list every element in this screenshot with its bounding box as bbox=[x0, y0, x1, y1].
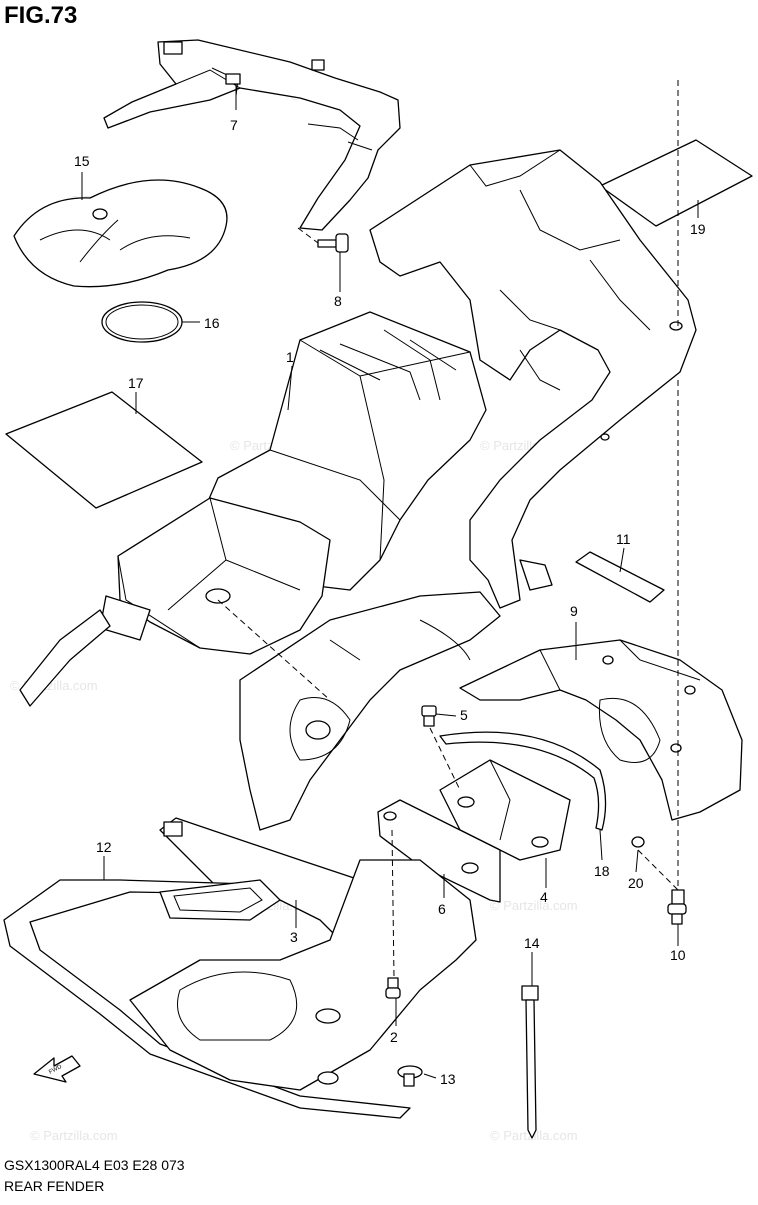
part-5-grommet bbox=[421, 705, 437, 727]
part-14-cable-tie bbox=[521, 985, 539, 1139]
part-19-sheet bbox=[599, 139, 753, 227]
part-2-bolt bbox=[385, 977, 401, 999]
rear-fender-inner-panel bbox=[369, 149, 697, 609]
part-7-handle-bracket bbox=[103, 39, 401, 231]
callout-3: 3 bbox=[290, 929, 298, 945]
callout-8: 8 bbox=[334, 293, 342, 309]
callout-5: 5 bbox=[460, 707, 468, 723]
part-10-bolt bbox=[667, 889, 687, 925]
part-16-ring-inner bbox=[105, 304, 179, 340]
rear-fender-outer bbox=[239, 591, 501, 831]
leader-lines bbox=[81, 84, 699, 1079]
part-18-seal bbox=[439, 731, 607, 831]
model-code: GSX1300RAL4 E03 E28 073 bbox=[4, 1157, 185, 1173]
callout-17: 17 bbox=[128, 375, 144, 391]
part-16-ring bbox=[101, 301, 183, 343]
assembly-lines bbox=[217, 80, 679, 979]
callout-9: 9 bbox=[570, 603, 578, 619]
callout-numbers: 1 2 3 4 5 6 7 8 9 10 11 12 13 14 15 16 1… bbox=[74, 117, 706, 1087]
fwd-arrow-icon: FWD bbox=[33, 1055, 81, 1083]
part-4-guard bbox=[439, 759, 571, 861]
part-6-bracket bbox=[377, 799, 501, 903]
rear-undertray bbox=[129, 859, 477, 1091]
rear-fender-tray bbox=[19, 497, 331, 707]
callout-20: 20 bbox=[628, 875, 644, 891]
callout-12: 12 bbox=[96, 839, 112, 855]
callout-14: 14 bbox=[524, 935, 540, 951]
callout-7: 7 bbox=[230, 117, 238, 133]
figure-title: FIG.73 bbox=[4, 2, 78, 29]
callout-11: 11 bbox=[616, 531, 631, 547]
callout-1: 1 bbox=[286, 349, 294, 365]
watermark: © Partzilla.com bbox=[490, 898, 578, 913]
part-9-bracket bbox=[459, 639, 743, 821]
callout-15: 15 bbox=[74, 153, 90, 169]
part-20-washer bbox=[631, 836, 645, 848]
section-name: REAR FENDER bbox=[4, 1178, 105, 1194]
part-8-bolt bbox=[297, 227, 349, 253]
part-11-label bbox=[575, 551, 665, 603]
callout-18: 18 bbox=[594, 863, 610, 879]
callout-19: 19 bbox=[690, 221, 706, 237]
callout-10: 10 bbox=[670, 947, 686, 963]
callout-13: 13 bbox=[440, 1071, 456, 1087]
callout-6: 6 bbox=[438, 901, 446, 917]
watermark: © Partzilla.com bbox=[30, 1128, 118, 1143]
callout-4: 4 bbox=[540, 889, 548, 905]
part-12-seal-frame bbox=[3, 879, 411, 1119]
callout-2: 2 bbox=[390, 1029, 398, 1045]
part-17-sheet bbox=[5, 391, 203, 509]
part-15-pad bbox=[13, 179, 228, 288]
part-13-fastener bbox=[397, 1065, 423, 1087]
callout-16: 16 bbox=[204, 315, 220, 331]
